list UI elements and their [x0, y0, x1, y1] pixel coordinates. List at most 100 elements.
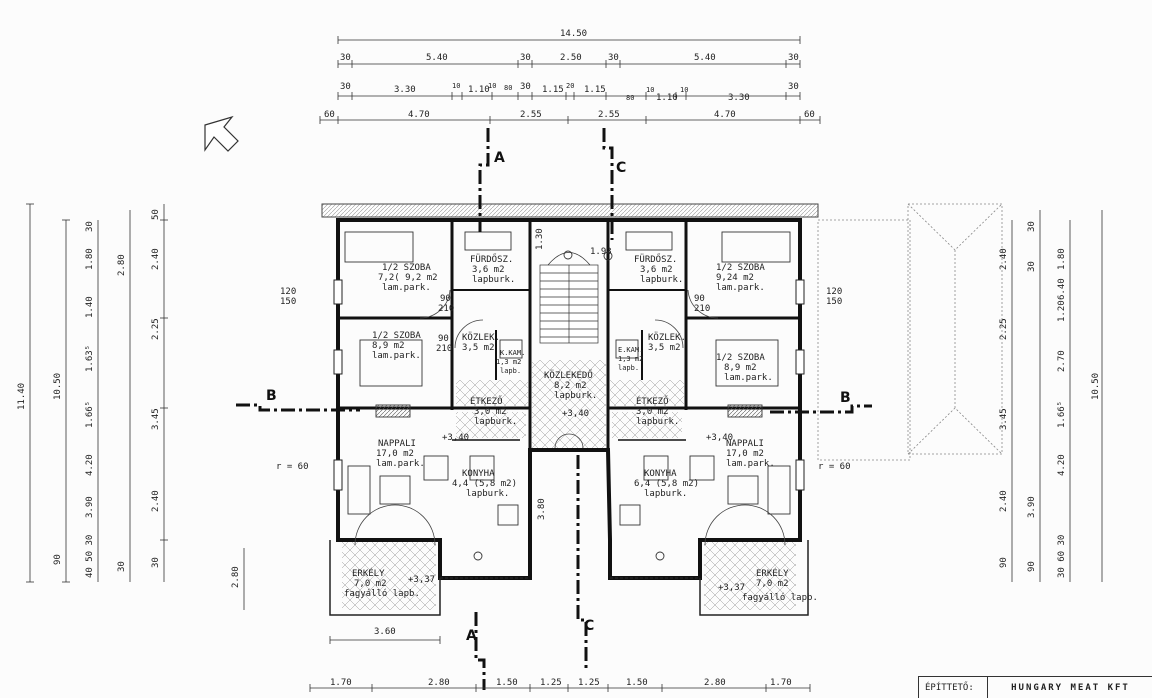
room-label: KONYHA — [462, 469, 495, 479]
section-c-bottom: C — [584, 618, 594, 634]
room-floor: lam.park. — [382, 283, 431, 293]
dim-r1-5: 5.40 — [694, 53, 716, 63]
level-marks: +3,40 +3,40 +3,40 +3,37 +3,37 — [408, 409, 745, 593]
dim-lc1: 1.80 — [85, 248, 95, 270]
dim-r2-6: 30 — [520, 82, 531, 92]
dim-r2-5: 80 — [504, 84, 512, 92]
dim-r2-12: 1.10 — [656, 93, 678, 103]
dim-rc2: 2.70 — [1057, 350, 1067, 372]
dim-rc1: 2.40 — [999, 490, 1009, 512]
dim-lc2: 2.40 — [151, 490, 161, 512]
level-mark: +3,40 — [706, 433, 733, 443]
section-lines — [236, 128, 872, 690]
door-tag: 150 — [826, 297, 842, 307]
room-label: 1/2 SZOBA — [716, 353, 765, 363]
room-area: 1,3 m2 — [496, 358, 521, 366]
dim-mid: 1.93 — [590, 247, 612, 257]
dim-r1-4: 30 — [608, 53, 619, 63]
title-block-label: ÉPÍTTETŐ: — [919, 677, 988, 698]
dim-r2-11: 10 — [646, 86, 654, 94]
dim-r3-0: 60 — [324, 110, 335, 120]
tiled-floor-areas — [342, 360, 796, 610]
dim-r2-15: 30 — [788, 82, 799, 92]
section-markers: A A B B C C — [266, 150, 851, 644]
dim-lc1: 40 50 30 — [85, 535, 95, 578]
room-floor: lapburk. — [474, 417, 517, 427]
level-mark: +3,40 — [562, 409, 589, 419]
room-floor: lam.park. — [726, 459, 775, 469]
dim-r2-4: 10 — [488, 82, 496, 90]
section-a-bottom: A — [466, 628, 477, 644]
staircase — [539, 252, 599, 344]
left-dimension-labels: 11.40 10.50 1.80 1.40 1.63⁵ 1.66⁵ 4.20 3… — [17, 209, 241, 588]
room-area: 3,6 m2 — [640, 265, 673, 275]
furniture — [344, 231, 791, 561]
rooms-right: FÜRDŐSZ. 3,6 m2 lapburk. 1/2 SZOBA 9,24 … — [544, 254, 818, 603]
dim-mid: 3.80 — [537, 498, 547, 520]
dim-rc1: 3.45 — [999, 408, 1009, 430]
dim-lc1: 1.63⁵ — [85, 345, 95, 372]
room-floor: lam.park. — [716, 283, 765, 293]
room-area: 8,9 m2 — [724, 363, 757, 373]
room-area: 1,3 m2 — [618, 355, 643, 363]
door-tag: r = 60 — [276, 462, 309, 472]
dim-lc2: 3.45 — [151, 408, 161, 430]
room-floor: lapb. — [618, 364, 639, 372]
dim-r3-4: 4.70 — [714, 110, 736, 120]
dim-rc1: 90 — [999, 557, 1009, 568]
dim-r2-0: 30 — [340, 82, 351, 92]
mid-dimension-labels: 3.80 1.30 1.93 — [535, 228, 612, 520]
room-floor: lapburk. — [554, 391, 597, 401]
dim-r2-8: 20 — [566, 82, 574, 90]
dim-rc2: 1.20 — [1057, 300, 1067, 322]
room-label: FÜRDŐSZ. — [634, 254, 677, 265]
dim-bottom: 2.80 — [704, 678, 726, 688]
dim-r2-10: 80 — [626, 94, 634, 102]
room-floor: lapburk. — [466, 489, 509, 499]
room-label: KÖZLEKEDŐ — [544, 370, 593, 381]
dim-bottom: 2.80 — [428, 678, 450, 688]
dim-overall: 14.50 — [560, 29, 587, 39]
dim-lc1: 1.40 — [85, 296, 95, 318]
section-b-right: B — [840, 390, 851, 406]
dim-mid: 1.30 — [535, 228, 545, 250]
dim-rc2: 30 — [1027, 221, 1037, 232]
dim-r2-9: 1.15 — [584, 85, 606, 95]
dim-bottom: 1.50 — [626, 678, 648, 688]
dim-lc1: 90 — [53, 554, 63, 565]
room-area: 7,0 m2 — [756, 579, 789, 589]
level-mark: +3,37 — [408, 575, 435, 585]
dim-left-total-b: 10.50 — [53, 373, 63, 400]
room-area: 17,0 m2 — [726, 449, 764, 459]
room-area: 8,2 m2 — [554, 381, 587, 391]
dim-lc3: 2.80 — [117, 254, 127, 276]
dim-left-total-a: 11.40 — [17, 383, 27, 410]
room-label: ÉTKEZŐ — [636, 395, 669, 407]
dim-r3-3: 2.55 — [598, 110, 620, 120]
section-c-top: C — [616, 160, 626, 176]
room-area: 3,0 m2 — [474, 407, 507, 417]
dim-rc1: 2.25 — [999, 318, 1009, 340]
dim-bottom-left: 3.60 — [374, 627, 396, 637]
room-area: 3,5 m2 — [648, 343, 681, 353]
door-tag: 210 — [694, 304, 710, 314]
dim-r1-3: 2.50 — [560, 53, 582, 63]
dim-r1-6: 30 — [788, 53, 799, 63]
room-label: NAPPALI — [726, 439, 764, 449]
room-floor: fagyálló lapb. — [742, 592, 818, 603]
room-floor: lapburk. — [644, 489, 687, 499]
building-outline — [336, 218, 802, 580]
door-tags: 90 210 90 210 90 210 120 150 120 150 r =… — [276, 287, 851, 472]
room-label: KONYHA — [644, 469, 677, 479]
room-label: NAPPALI — [378, 439, 416, 449]
door-tag: 210 — [436, 344, 452, 354]
room-floor: lapburk. — [640, 275, 683, 285]
dim-lc2: 2.25 — [151, 318, 161, 340]
dim-rc2: 4.20 — [1057, 454, 1067, 476]
room-floor: lapburk. — [636, 417, 679, 427]
level-mark: +3,37 — [718, 583, 745, 593]
adjacent-roof-outline — [817, 203, 1003, 461]
title-block-client: HUNGARY MEAT KFT — [1011, 682, 1130, 693]
door-tag: 120 — [826, 287, 842, 297]
section-a-top: A — [494, 150, 505, 166]
